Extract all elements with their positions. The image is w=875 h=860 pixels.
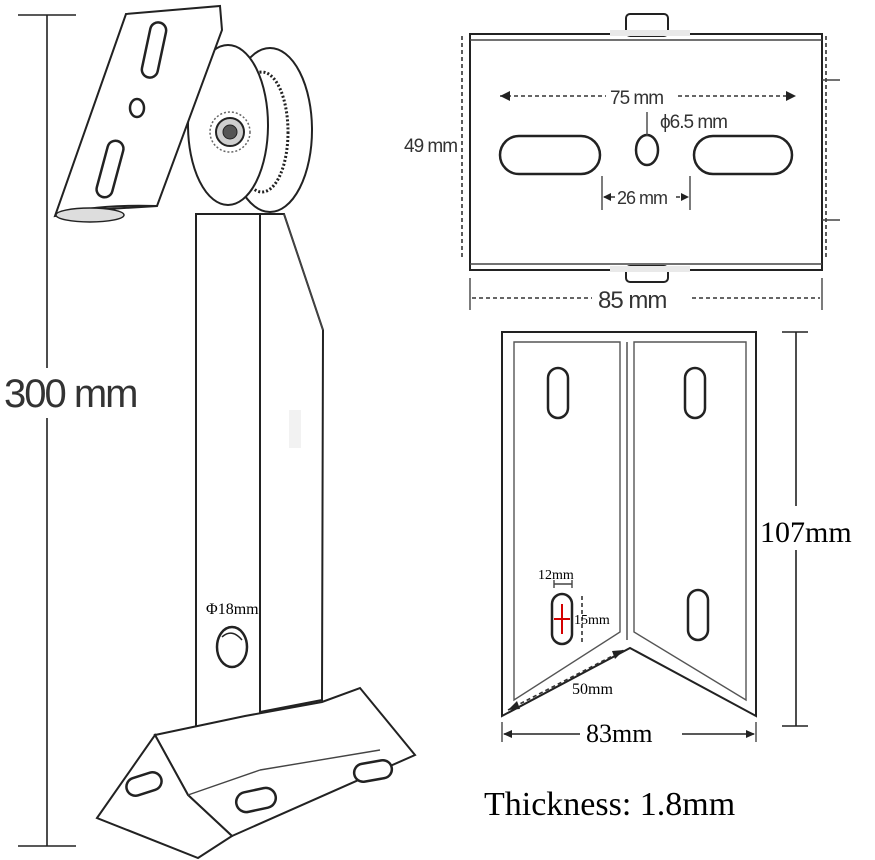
center-hole bbox=[634, 133, 660, 167]
base-diagonal-dimension bbox=[507, 649, 625, 711]
bracket-side-view: 300 mm Φ18mm bbox=[4, 4, 417, 860]
bracket-pole bbox=[195, 213, 325, 755]
bracket-foot bbox=[95, 686, 417, 860]
base-diagonal-label: 50mm bbox=[572, 681, 613, 698]
right-slot bbox=[692, 134, 794, 176]
plate-top-view: 75 mm ϕ6.5 mm 26 mm 49 mm 85 mm bbox=[404, 13, 840, 314]
slot-width-dimension bbox=[553, 580, 573, 588]
base-slot-bottom-right bbox=[686, 588, 710, 642]
slot-span-label: 75 mm bbox=[610, 88, 663, 109]
plate-width-label: 85 mm bbox=[598, 287, 666, 314]
base-width-label: 83mm bbox=[586, 719, 652, 748]
base-slot-top-right bbox=[683, 366, 707, 420]
tilted-mounting-plate bbox=[53, 4, 224, 223]
swivel-joint bbox=[187, 44, 313, 213]
height-label: 300 mm bbox=[4, 372, 137, 416]
base-slot-top-left bbox=[546, 366, 570, 420]
pole-diameter-label: Φ18mm bbox=[206, 601, 259, 618]
base-front-view: 12mm 15mm 50mm 83mm 107mm bbox=[501, 331, 852, 748]
height-dimension-line bbox=[18, 14, 76, 847]
slot-gap-dimension bbox=[601, 176, 691, 210]
base-height-dimension bbox=[782, 331, 808, 727]
slot-span-dimension bbox=[500, 91, 796, 101]
thickness-label: Thickness: 1.8mm bbox=[484, 786, 735, 823]
pole-hole bbox=[215, 625, 249, 669]
base-height-label: 107mm bbox=[760, 516, 852, 549]
left-slot bbox=[498, 134, 602, 176]
slot-length-label: 15mm bbox=[574, 613, 610, 628]
center-hole-label: ϕ6.5 mm bbox=[660, 112, 727, 133]
slot-measure-marker bbox=[554, 604, 570, 634]
plate-width-dimension bbox=[469, 278, 823, 310]
base-width-dimension bbox=[501, 722, 757, 742]
slot-width-label: 12mm bbox=[538, 568, 574, 583]
slot-gap-label: 26 mm bbox=[617, 188, 667, 208]
plate-height-label: 49 mm bbox=[404, 136, 457, 157]
